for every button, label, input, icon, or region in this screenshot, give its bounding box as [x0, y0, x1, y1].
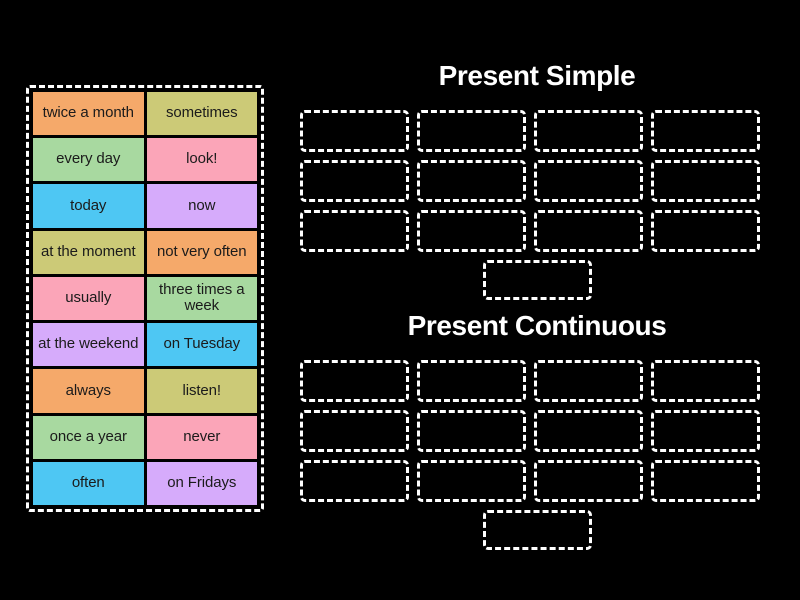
word-tile[interactable]: now	[146, 184, 257, 228]
drop-zone[interactable]	[300, 210, 409, 252]
word-tile[interactable]: every day	[33, 138, 144, 182]
drop-zone[interactable]	[300, 410, 409, 452]
drop-zone-extra-wrap-present-continuous	[300, 510, 774, 550]
drop-zone[interactable]	[651, 460, 760, 502]
drop-zone[interactable]	[300, 360, 409, 402]
drop-zone[interactable]	[482, 510, 592, 550]
drop-zone[interactable]	[482, 260, 592, 300]
drop-zone[interactable]	[534, 360, 643, 402]
word-tile[interactable]: three times a week	[146, 276, 257, 321]
drop-zone[interactable]	[417, 210, 526, 252]
section-present-continuous: Present Continuous	[300, 310, 774, 550]
drop-zone[interactable]	[417, 160, 526, 202]
word-tile[interactable]: today	[33, 184, 144, 228]
drop-zone[interactable]	[417, 110, 526, 152]
drop-zone-grid-present-simple	[300, 110, 760, 252]
drop-zone-extra-wrap-present-simple	[300, 260, 774, 300]
section-present-simple: Present Simple	[300, 60, 774, 300]
word-tile[interactable]: always	[33, 369, 144, 413]
word-tile[interactable]: sometimes	[146, 92, 257, 136]
word-tile[interactable]: twice a month	[33, 92, 144, 136]
drop-zone[interactable]	[300, 110, 409, 152]
section-title-present-simple: Present Simple	[438, 60, 636, 91]
drop-zone[interactable]	[651, 110, 760, 152]
drop-zone[interactable]	[300, 460, 409, 502]
drop-zone[interactable]	[534, 110, 643, 152]
section-title-present-continuous: Present Continuous	[407, 310, 667, 341]
drop-zone[interactable]	[534, 410, 643, 452]
word-tile[interactable]: not very often	[146, 230, 257, 274]
drop-zone[interactable]	[534, 460, 643, 502]
drop-zone[interactable]	[651, 160, 760, 202]
drop-zone[interactable]	[651, 410, 760, 452]
word-tile[interactable]: look!	[146, 138, 257, 182]
drop-zone[interactable]	[417, 410, 526, 452]
drop-zone[interactable]	[534, 160, 643, 202]
drop-zone[interactable]	[651, 210, 760, 252]
word-tile[interactable]: usually	[33, 276, 144, 321]
drop-zone[interactable]	[534, 210, 643, 252]
drop-zone-grid-present-continuous	[300, 360, 760, 502]
drop-zone[interactable]	[300, 160, 409, 202]
word-tile[interactable]: often	[33, 461, 144, 505]
drop-zone[interactable]	[417, 360, 526, 402]
word-tile[interactable]: listen!	[146, 369, 257, 413]
word-tile[interactable]: once a year	[33, 415, 144, 459]
word-tile[interactable]: at the weekend	[33, 323, 144, 367]
drop-zone[interactable]	[651, 360, 760, 402]
word-tile[interactable]: on Fridays	[146, 461, 257, 505]
word-tile[interactable]: on Tuesday	[146, 323, 257, 367]
word-tile[interactable]: never	[146, 415, 257, 459]
drop-zone[interactable]	[417, 460, 526, 502]
word-tile[interactable]: at the moment	[33, 230, 144, 274]
